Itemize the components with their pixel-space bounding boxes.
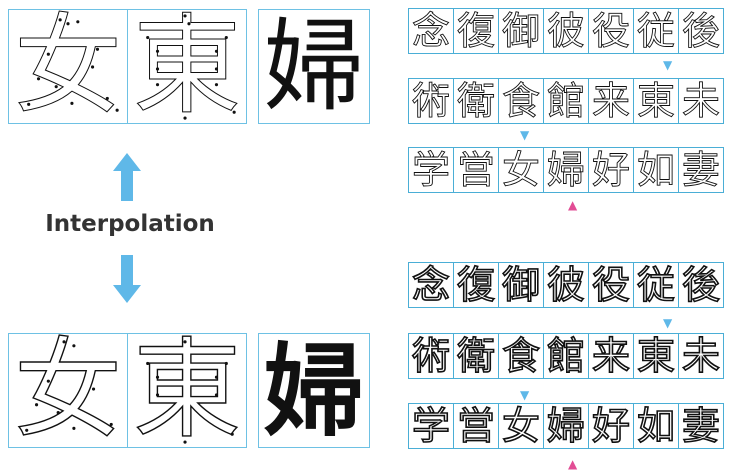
grid-cell: 好 bbox=[588, 147, 634, 193]
bottom-grid-row-3: 学 営 女 婦 好 如 妻 bbox=[408, 403, 724, 449]
grid-cell: 如 bbox=[633, 147, 679, 193]
bottom-glyph-box-1: 女 bbox=[8, 333, 128, 448]
grid-cell: 後 bbox=[678, 262, 724, 308]
grid-cell: 来 bbox=[588, 333, 634, 379]
marker-down-icon: ▼ bbox=[663, 58, 673, 72]
bottom-glyph-box-2: 東 bbox=[127, 333, 247, 448]
grid-cell: 婦 bbox=[543, 403, 589, 449]
grid-cell: 来 bbox=[588, 78, 634, 124]
grid-cell: 妻 bbox=[678, 403, 724, 449]
top-grid-row-2: 術 衛 食 館 来 東 未 bbox=[408, 78, 724, 124]
grid-cell: 学 bbox=[408, 147, 454, 193]
grid-cell: 念 bbox=[408, 8, 454, 54]
grid-cell: 復 bbox=[453, 262, 499, 308]
grid-cell: 妻 bbox=[678, 147, 724, 193]
interpolation-label: Interpolation bbox=[45, 211, 215, 237]
marker-up-icon: ▲ bbox=[568, 457, 578, 471]
grid-cell: 未 bbox=[678, 78, 724, 124]
grid-cell: 復 bbox=[453, 8, 499, 54]
marker-up-icon: ▲ bbox=[568, 198, 578, 212]
grid-cell: 未 bbox=[678, 333, 724, 379]
grid-cell: 女 bbox=[498, 403, 544, 449]
top-grid-row-3: 学 営 女 婦 好 如 妻 bbox=[408, 147, 724, 193]
grid-cell: 館 bbox=[543, 333, 589, 379]
grid-cell: 御 bbox=[498, 262, 544, 308]
top-grid-row-1: 念 復 御 彼 役 従 後 bbox=[408, 8, 724, 54]
grid-cell: 役 bbox=[588, 262, 634, 308]
bottom-glyph-box-3: 婦 bbox=[258, 333, 370, 448]
top-glyph-box-2: 東 bbox=[127, 9, 247, 124]
grid-cell: 営 bbox=[453, 403, 499, 449]
bottom-grid-row-2: 術 衛 食 館 来 東 未 bbox=[408, 333, 724, 379]
grid-cell: 後 bbox=[678, 8, 724, 54]
grid-cell: 従 bbox=[633, 262, 679, 308]
grid-cell: 食 bbox=[498, 333, 544, 379]
top-glyph-east: 東 bbox=[132, 9, 241, 124]
grid-cell: 従 bbox=[633, 8, 679, 54]
grid-cell: 衛 bbox=[453, 333, 499, 379]
grid-cell: 婦 bbox=[543, 147, 589, 193]
top-glyph-wife: 婦 bbox=[264, 9, 364, 124]
top-glyph-box-1: 女 bbox=[8, 9, 128, 124]
grid-cell: 東 bbox=[633, 333, 679, 379]
grid-cell: 御 bbox=[498, 8, 544, 54]
grid-cell: 館 bbox=[543, 78, 589, 124]
grid-cell: 女 bbox=[498, 147, 544, 193]
grid-cell: 好 bbox=[588, 403, 634, 449]
arrow-up-icon bbox=[113, 153, 141, 201]
grid-cell: 役 bbox=[588, 8, 634, 54]
top-glyph-female: 女 bbox=[13, 9, 122, 124]
marker-down-icon: ▼ bbox=[520, 128, 530, 142]
grid-cell: 衛 bbox=[453, 78, 499, 124]
grid-cell: 食 bbox=[498, 78, 544, 124]
grid-cell: 念 bbox=[408, 262, 454, 308]
bottom-glyph-east: 東 bbox=[132, 333, 241, 448]
grid-cell: 術 bbox=[408, 333, 454, 379]
bottom-glyph-female: 女 bbox=[13, 333, 122, 448]
arrow-down-icon bbox=[113, 255, 141, 303]
marker-down-icon: ▼ bbox=[520, 388, 530, 402]
grid-cell: 営 bbox=[453, 147, 499, 193]
marker-down-icon: ▼ bbox=[663, 316, 673, 330]
grid-cell: 彼 bbox=[543, 262, 589, 308]
bottom-grid-row-1: 念 復 御 彼 役 従 後 bbox=[408, 262, 724, 308]
grid-cell: 東 bbox=[633, 78, 679, 124]
grid-cell: 彼 bbox=[543, 8, 589, 54]
grid-cell: 如 bbox=[633, 403, 679, 449]
grid-cell: 術 bbox=[408, 78, 454, 124]
bottom-glyph-wife: 婦 bbox=[264, 333, 364, 448]
top-glyph-box-3: 婦 bbox=[258, 9, 370, 124]
grid-cell: 学 bbox=[408, 403, 454, 449]
